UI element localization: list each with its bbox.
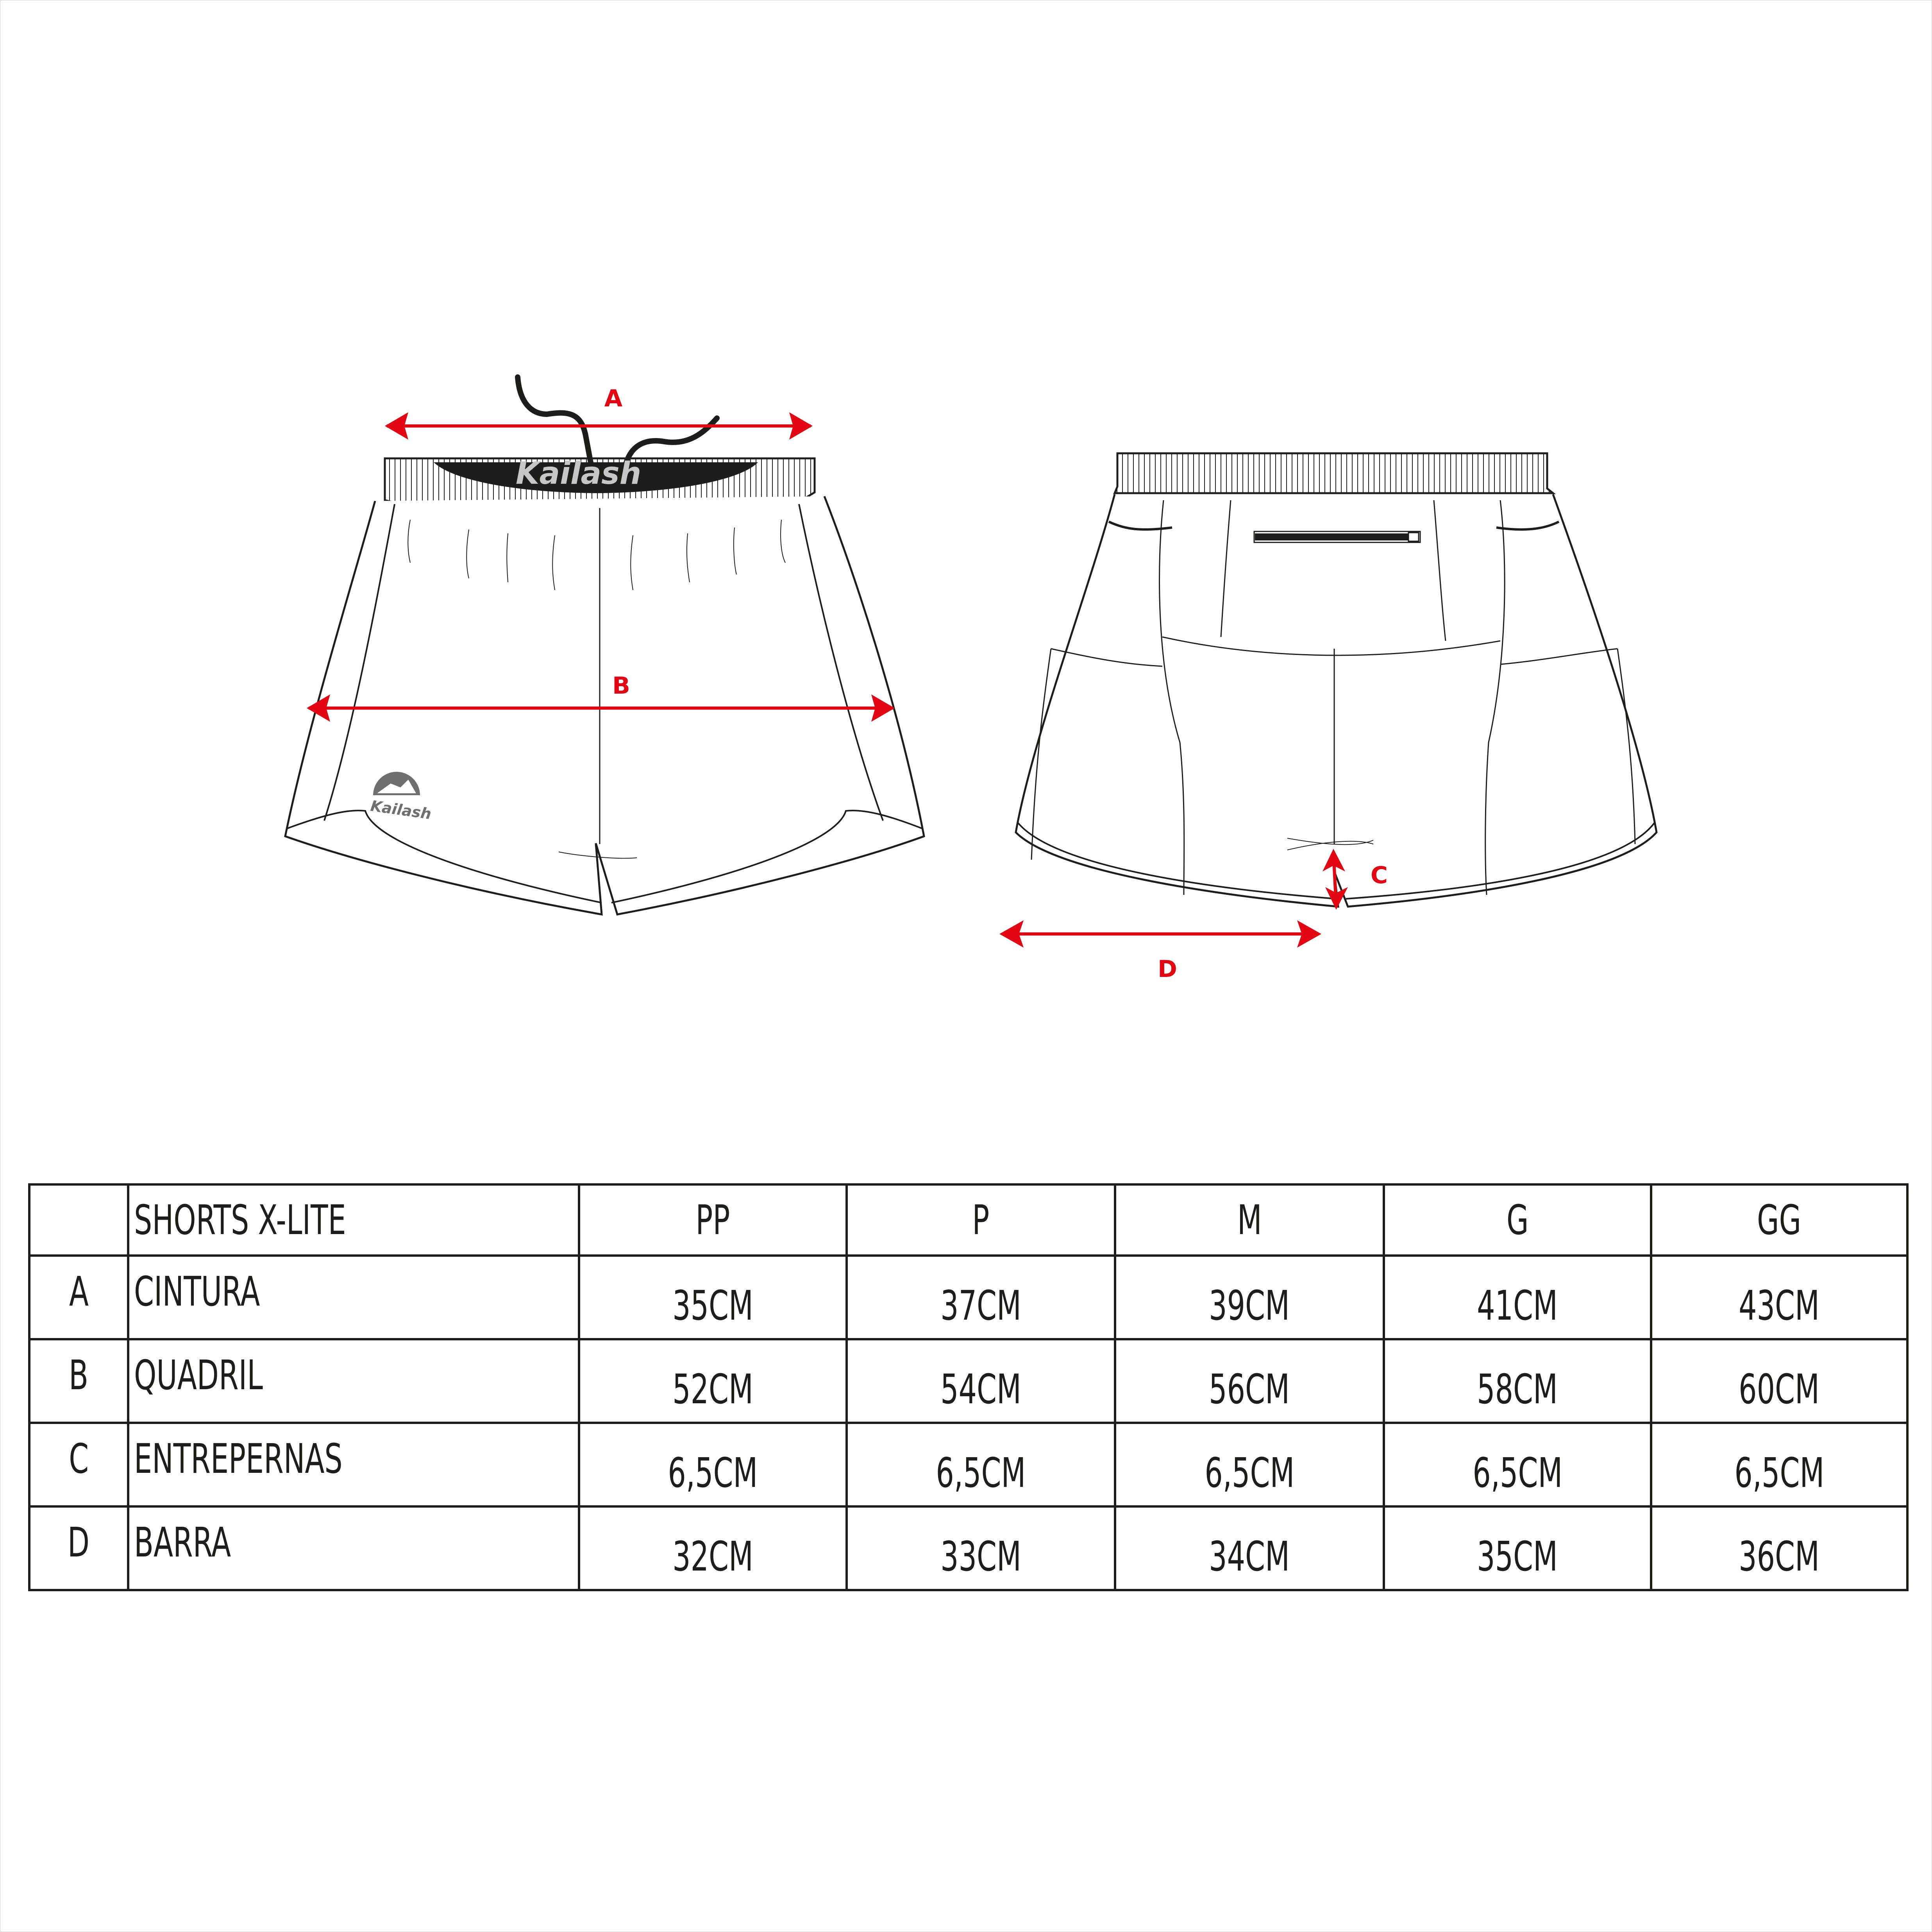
- measure-value: 6,5CM: [845, 1422, 1116, 1508]
- measure-value: 54CM: [845, 1338, 1116, 1424]
- measure-value: 56CM: [1114, 1338, 1385, 1424]
- measure-code: A: [28, 1254, 129, 1340]
- measure-name: BARRA: [127, 1505, 580, 1591]
- drawstring-icon: [515, 374, 595, 472]
- back-view: C D: [999, 452, 1658, 983]
- measure-code: C: [28, 1422, 129, 1508]
- table-row: B QUADRIL 52CM 54CM 56CM 58CM 60CM: [28, 1338, 1909, 1424]
- measure-value: 39CM: [1114, 1254, 1385, 1340]
- size-header-g: G: [1383, 1183, 1652, 1257]
- table-header-row: SHORTS X-LITE PP P M G GG: [28, 1183, 1909, 1257]
- measure-value: 34CM: [1114, 1505, 1385, 1591]
- measure-code: D: [28, 1505, 129, 1591]
- measure-name: CINTURA: [127, 1254, 580, 1340]
- waistband-brand-text: Kailash: [516, 456, 641, 491]
- table-row: C ENTREPERNAS 6,5CM 6,5CM 6,5CM 6,5CM 6,…: [28, 1422, 1909, 1508]
- measure-value: 35CM: [1383, 1505, 1652, 1591]
- measure-value: 6,5CM: [578, 1422, 848, 1508]
- measure-value: 37CM: [845, 1254, 1116, 1340]
- back-waistband: [1113, 452, 1556, 494]
- measure-value: 6,5CM: [1383, 1422, 1652, 1508]
- measure-name: QUADRIL: [127, 1338, 580, 1424]
- size-header-m: M: [1114, 1183, 1385, 1257]
- dimension-c-label: C: [1371, 862, 1388, 889]
- size-header-p: P: [845, 1183, 1116, 1257]
- dimension-b-label: B: [612, 672, 630, 699]
- measure-value: 33CM: [845, 1505, 1116, 1591]
- measure-value: 32CM: [578, 1505, 848, 1591]
- measure-code: B: [28, 1338, 129, 1424]
- size-chart-table: SHORTS X-LITE PP P M G GG A CINTURA 35CM…: [28, 1183, 1909, 1591]
- measure-value: 6,5CM: [1650, 1422, 1909, 1508]
- size-header-gg: GG: [1650, 1183, 1909, 1257]
- dimension-a-label: A: [604, 385, 623, 412]
- front-body-outline: [284, 496, 925, 916]
- back-body-outline: [1015, 494, 1658, 908]
- measure-value: 6,5CM: [1114, 1422, 1385, 1508]
- zipper-icon: [1253, 531, 1421, 543]
- measure-value: 60CM: [1650, 1338, 1909, 1424]
- dimension-d-label: D: [1158, 955, 1177, 983]
- measure-value: 43CM: [1650, 1254, 1909, 1340]
- product-title-cell: SHORTS X-LITE: [127, 1183, 580, 1257]
- size-header-pp: PP: [578, 1183, 848, 1257]
- measure-name: ENTREPERNAS: [127, 1422, 580, 1508]
- shorts-technical-drawing: Kailash Kailash: [284, 374, 1658, 983]
- measure-value: 35CM: [578, 1254, 848, 1340]
- measure-value: 41CM: [1383, 1254, 1652, 1340]
- measure-value: 36CM: [1650, 1505, 1909, 1591]
- front-view: Kailash Kailash: [284, 374, 925, 916]
- table-row: D BARRA 32CM 33CM 34CM 35CM 36CM: [28, 1505, 1909, 1591]
- measure-value: 58CM: [1383, 1338, 1652, 1424]
- measure-value: 52CM: [578, 1338, 848, 1424]
- header-code-cell: [28, 1183, 129, 1257]
- table-row: A CINTURA 35CM 37CM 39CM 41CM 43CM: [28, 1254, 1909, 1340]
